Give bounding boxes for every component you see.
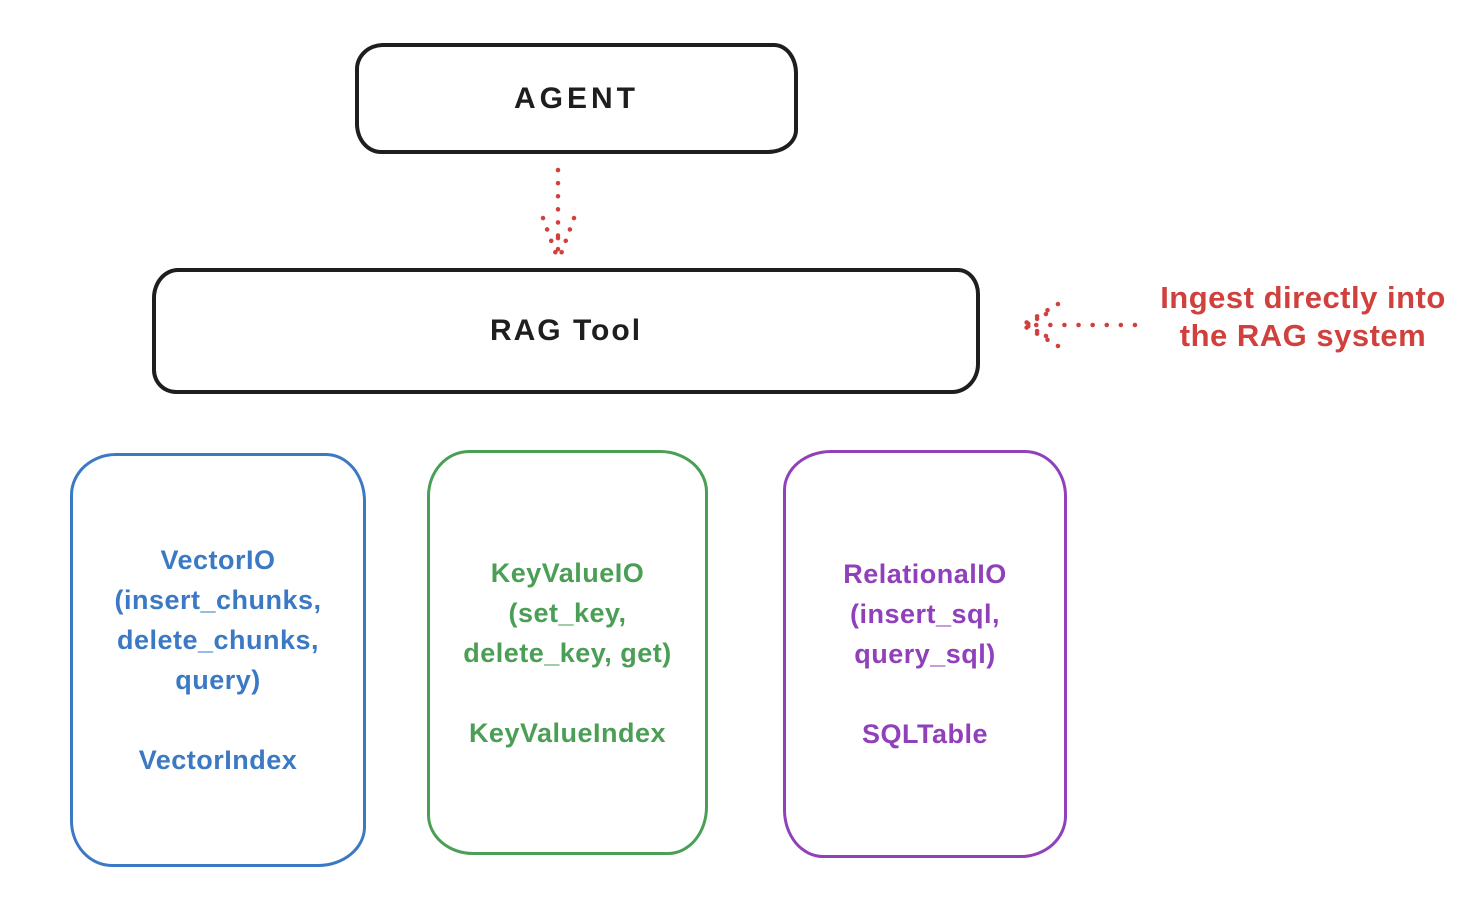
backend-box-relational-io: RelationalIO (insert_sql, query_sql) SQL… [783,450,1067,858]
backend-text-line: RelationalIO [843,559,1007,589]
annotation-line: the RAG system [1179,318,1427,353]
backend-text-line: VectorIO [160,545,276,575]
backend-box-vector-io: VectorIO (insert_chunks, delete_chunks, … [70,453,366,867]
agent-to-rag-arrow [540,167,577,263]
agent-label: AGENT [514,81,639,115]
ingest-annotation: Ingest directly into the RAG system [1138,279,1468,355]
backend-index-label: KeyValueIndex [468,717,667,748]
rag-tool-box: RAG Tool [152,268,980,394]
backend-text-line: delete_chunks, [116,625,320,655]
agent-box: AGENT [355,43,798,154]
backend-box-keyvalue-io: KeyValueIO (set_key, delete_key, get) Ke… [427,450,708,855]
backend-text-line: query_sql) [854,639,996,669]
backend-text-line: query) [175,665,261,695]
ingest-arrow [1021,301,1138,349]
rag-tool-label: RAG Tool [489,314,643,347]
backend-index-label: SQLTable [861,719,988,749]
backend-index-label: VectorIndex [138,745,298,775]
backend-text-line: (insert_chunks, [114,585,322,615]
annotation-line: Ingest directly into [1160,280,1446,315]
backend-text-line: (set_key, [508,597,627,628]
backend-text-line: (insert_sql, [849,599,1001,629]
backend-text-line: delete_key, get) [463,637,672,668]
backend-text-line: KeyValueIO [490,557,645,588]
